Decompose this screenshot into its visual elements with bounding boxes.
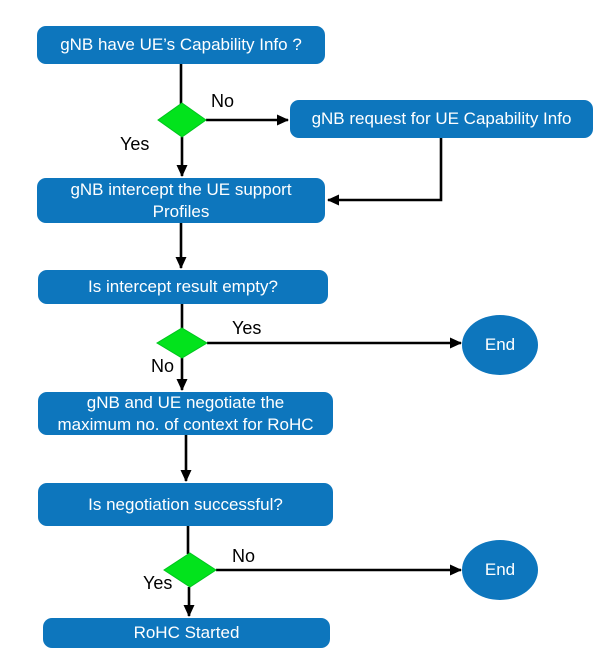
edge-label-d2-yes: Yes bbox=[232, 318, 262, 338]
edge-label-d2-no: No bbox=[151, 356, 175, 376]
end-terminator-1: End bbox=[462, 315, 538, 375]
box-have-capability: gNB have UE’s Capability Info ? bbox=[37, 26, 325, 64]
edge-label-d1-yes: Yes bbox=[120, 134, 150, 154]
connector-request-to-intercept-elbow bbox=[327, 138, 443, 206]
box-negotiate-rohc: gNB and UE negotiate the maximum no. of … bbox=[38, 392, 333, 435]
box-negotiation-successful: Is negotiation successful? bbox=[38, 483, 333, 526]
end-terminator-2: End bbox=[462, 540, 538, 600]
box-intercept-profiles: gNB intercept the UE support Profiles bbox=[37, 178, 325, 223]
decision-diamond-negotiation bbox=[163, 552, 217, 588]
edge-label-d3-no: No bbox=[232, 546, 256, 566]
decision-diamond-capability bbox=[157, 102, 207, 138]
box-intercept-empty: Is intercept result empty? bbox=[38, 270, 328, 304]
edge-label-d3-yes: Yes bbox=[143, 573, 173, 593]
decision-diamond-intercept-empty bbox=[156, 327, 208, 359]
box-request-capability: gNB request for UE Capability Info bbox=[290, 100, 593, 138]
edge-label-d1-no: No bbox=[211, 91, 235, 111]
box-rohc-started: RoHC Started bbox=[43, 618, 330, 648]
